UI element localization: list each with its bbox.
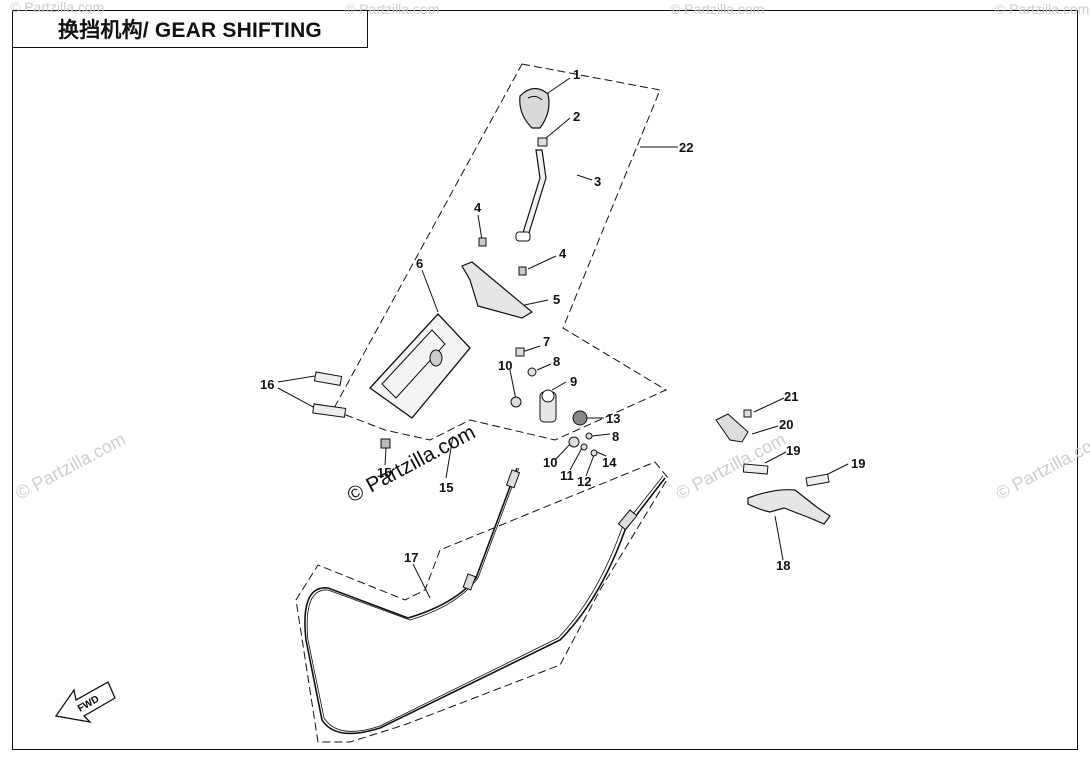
callout-21: 21 — [784, 389, 798, 404]
leader-lines — [277, 77, 849, 599]
bolt-21 — [743, 409, 752, 418]
callout-20: 20 — [779, 417, 793, 432]
shift-knob — [519, 87, 550, 129]
callout-10b: 10 — [543, 455, 557, 470]
callout-12: 12 — [577, 474, 591, 489]
shift-gate-slot — [381, 329, 446, 399]
lever-end — [515, 231, 531, 242]
callout-17: 17 — [404, 550, 418, 565]
watermark-main: © Partzilla.com — [344, 421, 480, 508]
page-title: 换挡机构/ GEAR SHIFTING — [12, 10, 368, 48]
fwd-arrow-icon: FWD — [54, 681, 116, 723]
cable-end-fittings — [462, 469, 638, 591]
pedal-bolts — [742, 463, 830, 487]
small-bolts — [478, 237, 527, 276]
outline-shift-assembly — [332, 63, 668, 441]
shift-gate-plate — [369, 313, 471, 419]
callout-9: 9 — [570, 374, 577, 389]
callout-6: 6 — [416, 256, 423, 271]
faint-watermarks: © Partzilla.com © Partzilla.com © Partzi… — [10, 0, 1090, 504]
callout-3: 3 — [594, 174, 601, 189]
callout-4a: 4 — [474, 200, 482, 215]
shift-lever — [521, 149, 547, 237]
diagram-frame — [12, 10, 1078, 750]
callout-8b: 8 — [612, 429, 619, 444]
gate-pivot — [429, 349, 443, 367]
callout-22: 22 — [679, 140, 693, 155]
assembly-outlines — [295, 63, 669, 743]
callout-15a: 15 — [377, 465, 391, 480]
watermark-faint-5: © Partzilla.com — [12, 429, 128, 504]
upper-bracket — [461, 261, 534, 319]
callout-7: 7 — [543, 334, 550, 349]
callout-11: 11 — [560, 468, 574, 483]
watermark-faint-1: © Partzilla.com — [10, 0, 104, 15]
callout-15b: 15 — [439, 480, 453, 495]
callout-19a: 19 — [786, 443, 800, 458]
small-hardware — [510, 347, 598, 457]
callout-4b: 4 — [559, 246, 567, 261]
callout-16: 16 — [260, 377, 274, 392]
callout-5: 5 — [553, 292, 560, 307]
shift-pedal — [747, 489, 831, 525]
bolts-16 — [312, 371, 347, 418]
callouts: 1 2 3 4 4 5 6 7 8 9 10 13 8 10 11 12 14 … — [260, 67, 865, 573]
outline-cable-assembly — [295, 461, 669, 743]
callout-13: 13 — [606, 411, 620, 426]
callout-19b: 19 — [851, 456, 865, 471]
watermark-faint-3: © Partzilla.com — [670, 1, 764, 17]
pivot-arm — [539, 389, 557, 423]
callout-2: 2 — [573, 109, 580, 124]
callout-14: 14 — [602, 455, 617, 470]
watermark-faint-7: © Partzilla.com — [992, 429, 1090, 504]
watermark-faint-2: © Partzilla.com — [345, 1, 439, 17]
callout-1: 1 — [573, 67, 580, 82]
callout-18: 18 — [776, 558, 790, 573]
callout-10a: 10 — [498, 358, 512, 373]
pedal-bracket-20 — [715, 413, 749, 443]
nut-15 — [380, 438, 391, 449]
callout-8a: 8 — [553, 354, 560, 369]
knob-adapter — [537, 137, 548, 147]
watermark-faint-4: © Partzilla.com — [995, 1, 1089, 17]
shift-cable — [304, 467, 666, 735]
